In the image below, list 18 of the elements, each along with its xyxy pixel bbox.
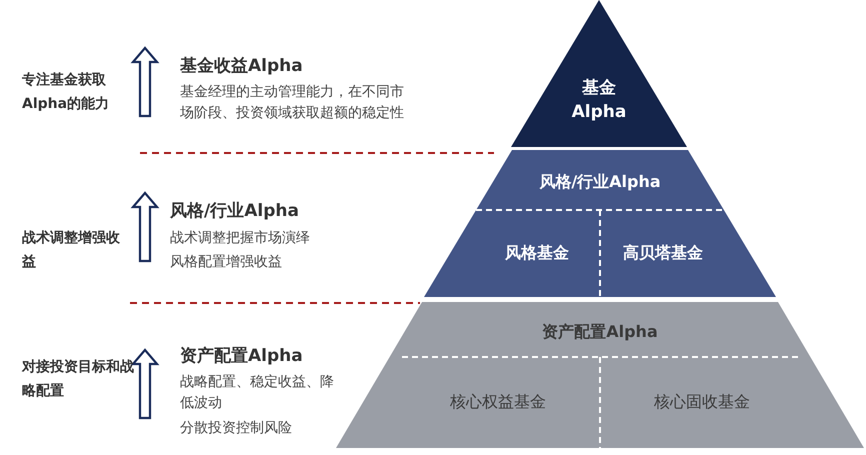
tier-label: 核心权益基金 bbox=[450, 392, 546, 413]
level-heading: 基金收益Alpha bbox=[180, 55, 304, 77]
tier-label: 基金Alpha bbox=[570, 77, 628, 124]
level-description: 战术调整把握市场演绎 bbox=[170, 229, 311, 248]
level-caption: 对接投资目标和战略配置 bbox=[22, 358, 134, 401]
level-description: 风格配置增强收益 bbox=[170, 253, 283, 272]
level-description: 基金经理的主动管理能力，在不同市场阶段、投资领域获取超额的稳定性 bbox=[180, 83, 405, 123]
tier-label: 风格/行业Alpha bbox=[539, 172, 661, 192]
tier-label: 资产配置Alpha bbox=[542, 322, 658, 342]
level-description: 分散投资控制风险 bbox=[180, 419, 293, 438]
level-heading: 资产配置Alpha bbox=[180, 345, 304, 367]
tier-label: 风格基金 bbox=[505, 243, 569, 264]
level-description: 战略配置、稳定收益、降低波动 bbox=[180, 373, 335, 413]
level-caption: 专注基金获取Alpha的能力 bbox=[22, 70, 110, 114]
level-caption: 战术调整增强收益 bbox=[22, 229, 121, 272]
tier-label: 高贝塔基金 bbox=[623, 243, 703, 264]
tier-label: 核心固收基金 bbox=[654, 392, 750, 413]
level-heading: 风格/行业Alpha bbox=[170, 200, 300, 222]
